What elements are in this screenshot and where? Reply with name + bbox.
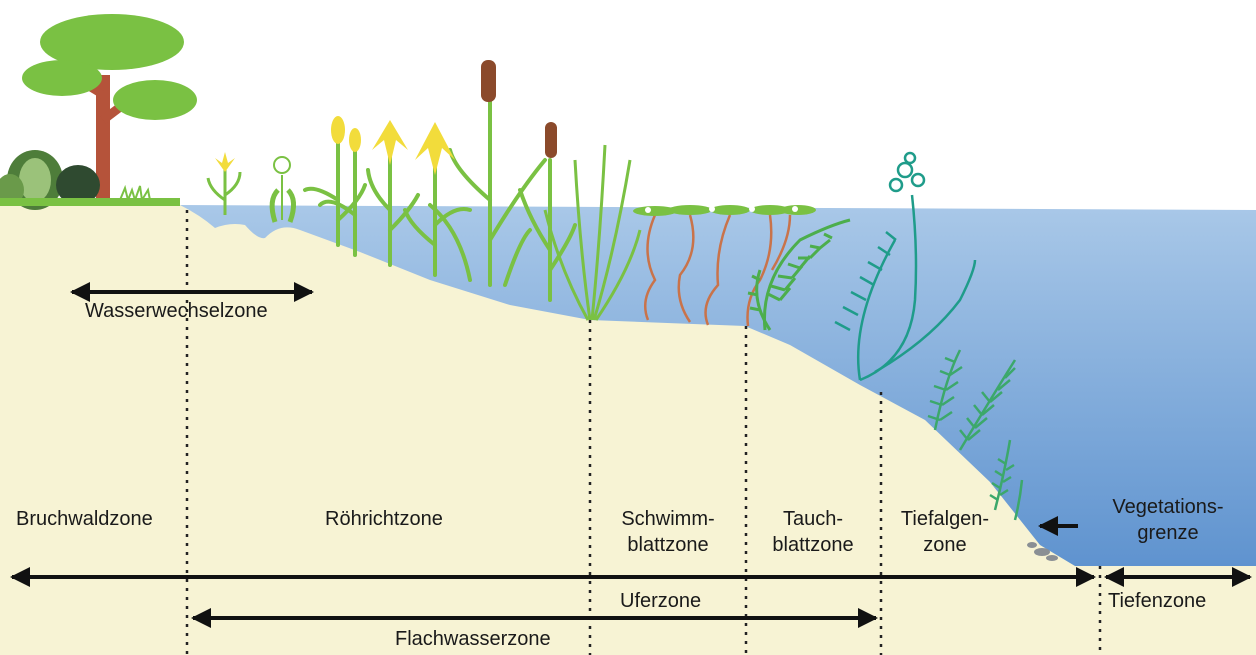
label-tiefenzone: Tiefenzone xyxy=(1108,588,1206,614)
label-vegetationsgrenze-line1: Vegetations- xyxy=(1112,494,1223,520)
label-tauchblattzone: Tauch- blattzone xyxy=(772,506,853,558)
bushes-icon xyxy=(0,150,180,210)
reed-flowers-icon xyxy=(331,116,455,175)
label-tiefalgenzone-line1: Tiefalgen- xyxy=(901,506,989,532)
label-flachwasserzone: Flachwasserzone xyxy=(395,626,551,652)
label-tauchblattzone-line1: Tauch- xyxy=(772,506,853,532)
label-tiefalgenzone: Tiefalgen- zone xyxy=(901,506,989,558)
label-schwimmblattzone-line2: blattzone xyxy=(621,532,714,558)
cattail-icon xyxy=(481,60,557,158)
label-schwimmblattzone-line1: Schwimm- xyxy=(621,506,714,532)
label-bruchwaldzone: Bruchwaldzone xyxy=(16,506,153,532)
label-vegetationsgrenze-line2: grenze xyxy=(1112,520,1223,546)
label-uferzone: Uferzone xyxy=(620,588,701,614)
label-vegetationsgrenze: Vegetations- grenze xyxy=(1112,494,1223,546)
label-tauchblattzone-line2: blattzone xyxy=(772,532,853,558)
label-wasserwechselzone: Wasserwechselzone xyxy=(85,298,268,324)
label-tiefalgenzone-line2: zone xyxy=(901,532,989,558)
label-roehrichtzone: Röhrichtzone xyxy=(325,506,443,532)
label-schwimmblattzone: Schwimm- blattzone xyxy=(621,506,714,558)
